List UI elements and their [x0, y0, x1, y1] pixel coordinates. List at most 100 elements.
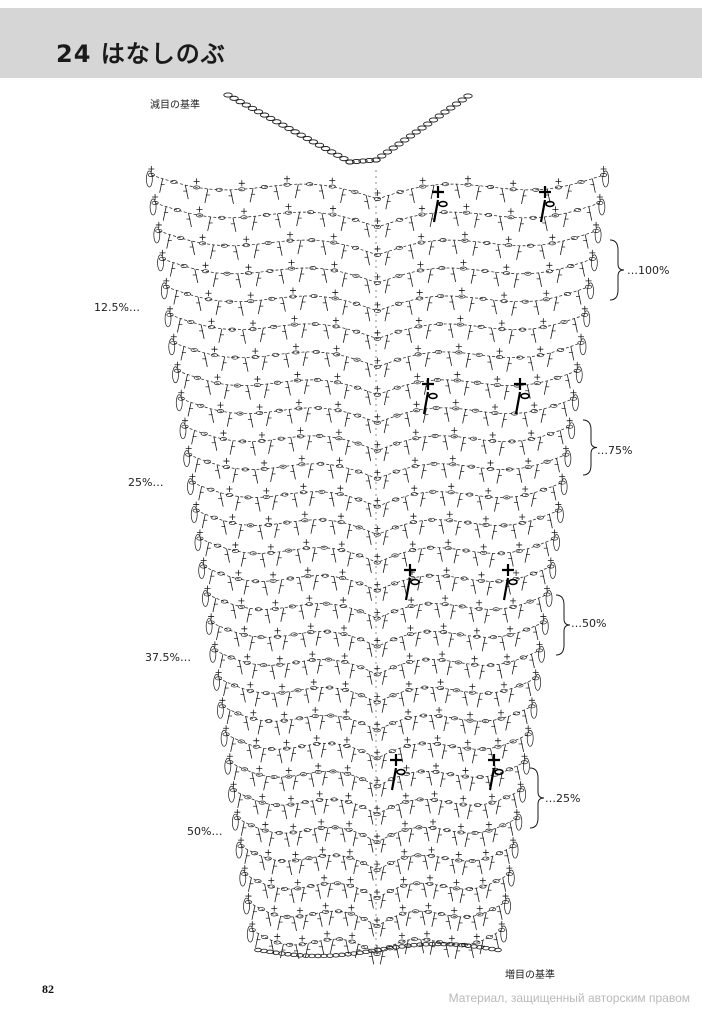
- chain-stitch: [469, 436, 478, 441]
- double-crochet-stitch: [448, 633, 453, 648]
- double-crochet-stitch: [298, 267, 303, 283]
- chain-stitch: [334, 909, 343, 914]
- chain-stitch: [390, 609, 398, 614]
- chain-stitch: [244, 495, 252, 500]
- chain-stitch: [481, 719, 490, 724]
- double-crochet-stitch: [501, 413, 506, 428]
- single-crochet-stitch: [297, 427, 304, 434]
- double-crochet-stitch: [584, 234, 589, 249]
- edge-loop: [213, 674, 220, 691]
- chain-stitch: [533, 543, 541, 548]
- single-crochet-stitch: [217, 402, 224, 409]
- chain-stitch: [314, 769, 322, 774]
- page-number: 82: [42, 982, 54, 996]
- chain-stitch: [347, 911, 355, 916]
- double-crochet-stitch: [469, 777, 474, 792]
- chain-stitch: [345, 159, 355, 165]
- double-crochet-stitch: [538, 272, 542, 287]
- chain-stitch: [422, 942, 430, 947]
- double-crochet-stitch: [251, 905, 256, 920]
- right-percent-label-2: …75%: [597, 444, 633, 457]
- single-crochet-stitch: [223, 458, 230, 465]
- chain-stitch: [406, 632, 414, 636]
- chain-stitch: [289, 830, 297, 835]
- double-crochet-stitch: [559, 240, 564, 256]
- chain-stitch: [320, 953, 328, 959]
- double-crochet-stitch: [323, 268, 328, 283]
- chain-stitch: [496, 355, 504, 360]
- double-crochet-stitch: [511, 660, 516, 675]
- double-crochet-stitch: [347, 580, 352, 595]
- double-crochet-stitch: [207, 216, 212, 232]
- chain-stitch: [286, 238, 294, 243]
- edge-loop: [205, 618, 213, 635]
- double-crochet-stitch: [212, 598, 217, 613]
- double-crochet-stitch: [270, 467, 274, 482]
- chain-stitch: [220, 243, 228, 248]
- single-crochet-stitch: [249, 921, 256, 928]
- single-crochet-stitch: [200, 557, 207, 564]
- double-crochet-stitch: [513, 273, 518, 288]
- double-crochet-stitch: [454, 944, 459, 959]
- single-crochet-stitch: [374, 917, 381, 924]
- double-crochet-stitch: [257, 828, 262, 843]
- chain-stitch: [373, 504, 381, 509]
- double-crochet-stitch: [457, 775, 462, 790]
- double-crochet-stitch: [397, 832, 402, 847]
- double-crochet-stitch: [534, 626, 539, 641]
- single-crochet-stitch: [480, 543, 487, 550]
- chain-stitch: [546, 431, 555, 436]
- double-crochet-stitch: [518, 217, 523, 232]
- chain-stitch: [387, 861, 395, 865]
- chain-stitch: [413, 408, 421, 413]
- stitch-row: [222, 705, 533, 731]
- double-crochet-stitch: [566, 374, 571, 389]
- chain-stitch: [503, 660, 511, 665]
- chain-stitch: [523, 627, 531, 632]
- single-crochet-stitch: [241, 865, 248, 872]
- double-crochet-stitch: [532, 328, 537, 343]
- single-crochet-stitch: [443, 567, 450, 574]
- chain-stitch: [457, 97, 467, 103]
- chain-stitch: [456, 322, 464, 327]
- chain-stitch: [492, 879, 500, 884]
- chain-stitch: [309, 912, 317, 917]
- single-crochet-stitch: [374, 329, 381, 336]
- chain-stitch: [399, 911, 407, 916]
- single-crochet-stitch: [155, 221, 162, 228]
- single-crochet-stitch: [453, 879, 460, 886]
- chain-stitch: [488, 800, 496, 805]
- chain-stitch: [301, 518, 309, 523]
- double-crochet-stitch: [514, 632, 519, 647]
- chain-stitch: [476, 912, 484, 917]
- edge-loop: [519, 785, 526, 803]
- chain-stitch: [426, 545, 435, 550]
- single-crochet-stitch: [344, 764, 351, 771]
- chain-stitch: [516, 355, 524, 360]
- double-crochet-stitch: [327, 883, 332, 898]
- single-crochet-stitch: [374, 357, 381, 364]
- chain-stitch: [373, 308, 381, 313]
- double-crochet-stitch: [405, 911, 410, 927]
- chain-stitch: [273, 380, 281, 385]
- chain-stitch: [516, 683, 524, 688]
- single-crochet-stitch: [502, 893, 509, 900]
- double-crochet-stitch: [482, 439, 487, 455]
- chain-stitch: [345, 827, 353, 832]
- single-crochet-stitch: [340, 597, 347, 604]
- chain-stitch: [373, 868, 381, 873]
- single-crochet-stitch: [534, 374, 541, 381]
- chain-stitch: [313, 377, 321, 382]
- double-crochet-stitch: [541, 244, 545, 260]
- chain-stitch: [500, 523, 508, 528]
- chain-stitch: [429, 825, 437, 830]
- single-crochet-stitch: [310, 679, 317, 686]
- chain-stitch: [296, 716, 304, 721]
- chain-stitch: [438, 266, 446, 271]
- double-crochet-stitch: [332, 548, 337, 563]
- double-crochet-stitch: [405, 440, 410, 455]
- double-crochet-stitch: [434, 856, 439, 871]
- single-crochet-stitch: [482, 849, 489, 856]
- chain-stitch: [521, 493, 529, 497]
- single-crochet-stitch: [243, 236, 250, 243]
